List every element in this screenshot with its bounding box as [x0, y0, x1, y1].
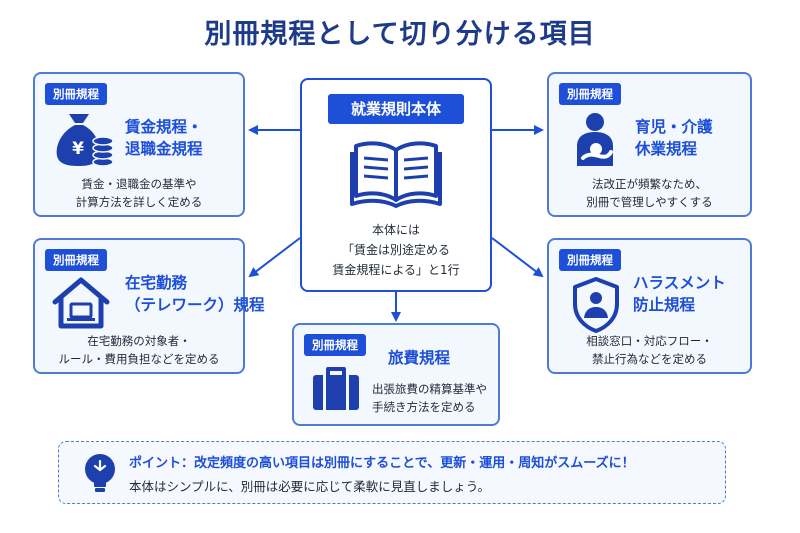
telework-rules-title: 在宅勤務 （テレワーク）規程 [125, 274, 265, 314]
main-rules-card: 就業規則本体 本体には 「賃金は別途定める 賃金規程による」と1行 [300, 78, 492, 292]
open-book-icon [350, 141, 442, 208]
harassment-rules-desc: 相談窓口・対応フロー・ 禁止行為などを定める [586, 334, 713, 366]
telework-rules-card: 別冊規程 在宅勤務 （テレワーク）規程 在宅勤務の対象者・ ルール・費用負担など… [33, 238, 265, 374]
harassment-rules-title: ハラスメント 防止規程 [633, 274, 726, 314]
travel-rules-card: 別冊規程 旅費規程 出張旅費の精算基準や 手続き方法を定める [292, 323, 500, 426]
separate-rule-tag: 別冊規程 [45, 83, 107, 105]
page-title: 別冊規程として切り分ける項目 [204, 19, 596, 50]
home-laptop-icon [52, 277, 110, 329]
parent-child-icon [577, 113, 613, 166]
suitcase-icon [313, 367, 359, 410]
wage-rules-desc: 賃金・退職金の基準や 計算方法を詳しく定める [75, 177, 203, 209]
point-note: ポイント：改定頻度の高い項目は別冊にすることで、更新・運用・周知がスムーズに！ … [58, 441, 726, 504]
wage-rules-card: 別冊規程 ¥ 賃金規程・ 退職金規程 賃金・退職金の基準や 計算方法を詳しく定め… [33, 72, 245, 217]
separate-rule-tag: 別冊規程 [45, 249, 107, 271]
travel-rules-desc: 出張旅費の精算基準や 手続き方法を定める [372, 382, 487, 414]
separate-rule-tag: 別冊規程 [559, 83, 621, 105]
arrow-to-telework [248, 237, 301, 278]
telework-rules-desc: 在宅勤務の対象者・ ルール・費用負担などを定める [58, 334, 220, 366]
main-rules-text: 本体には 「賃金は別途定める 賃金規程による」と1行 [332, 223, 460, 277]
main-rules-heading: 就業規則本体 [328, 94, 464, 124]
lightbulb-icon [85, 454, 115, 492]
arrow-to-harassment [491, 237, 544, 278]
point-headline: ポイント：改定頻度の高い項目は別冊にすることで、更新・運用・周知がスムーズに！ [129, 456, 635, 471]
childcare-rules-desc: 法改正が頻繁なため、 別冊で管理しやすくする [586, 177, 713, 209]
svg-text:¥: ¥ [72, 139, 84, 159]
shield-person-icon [573, 277, 619, 333]
childcare-rules-title: 育児・介護 休業規程 [635, 118, 713, 158]
money-bag-coins-icon: ¥ [56, 114, 114, 167]
harassment-rules-card: 別冊規程 ハラスメント 防止規程 相談窓口・対応フロー・ 禁止行為などを定める [547, 238, 752, 374]
travel-rules-title: 旅費規程 [388, 349, 451, 367]
childcare-rules-card: 別冊規程 育児・介護 休業規程 法改正が頻繁なため、 別冊で管理しやすくする [547, 72, 752, 217]
wage-rules-title: 賃金規程・ 退職金規程 [125, 118, 203, 158]
point-detail: 本体はシンプルに、別冊は必要に応じて柔軟に見直しましょう。 [129, 479, 491, 494]
separate-rule-tag: 別冊規程 [304, 334, 366, 356]
separate-rule-tag: 別冊規程 [559, 249, 621, 271]
